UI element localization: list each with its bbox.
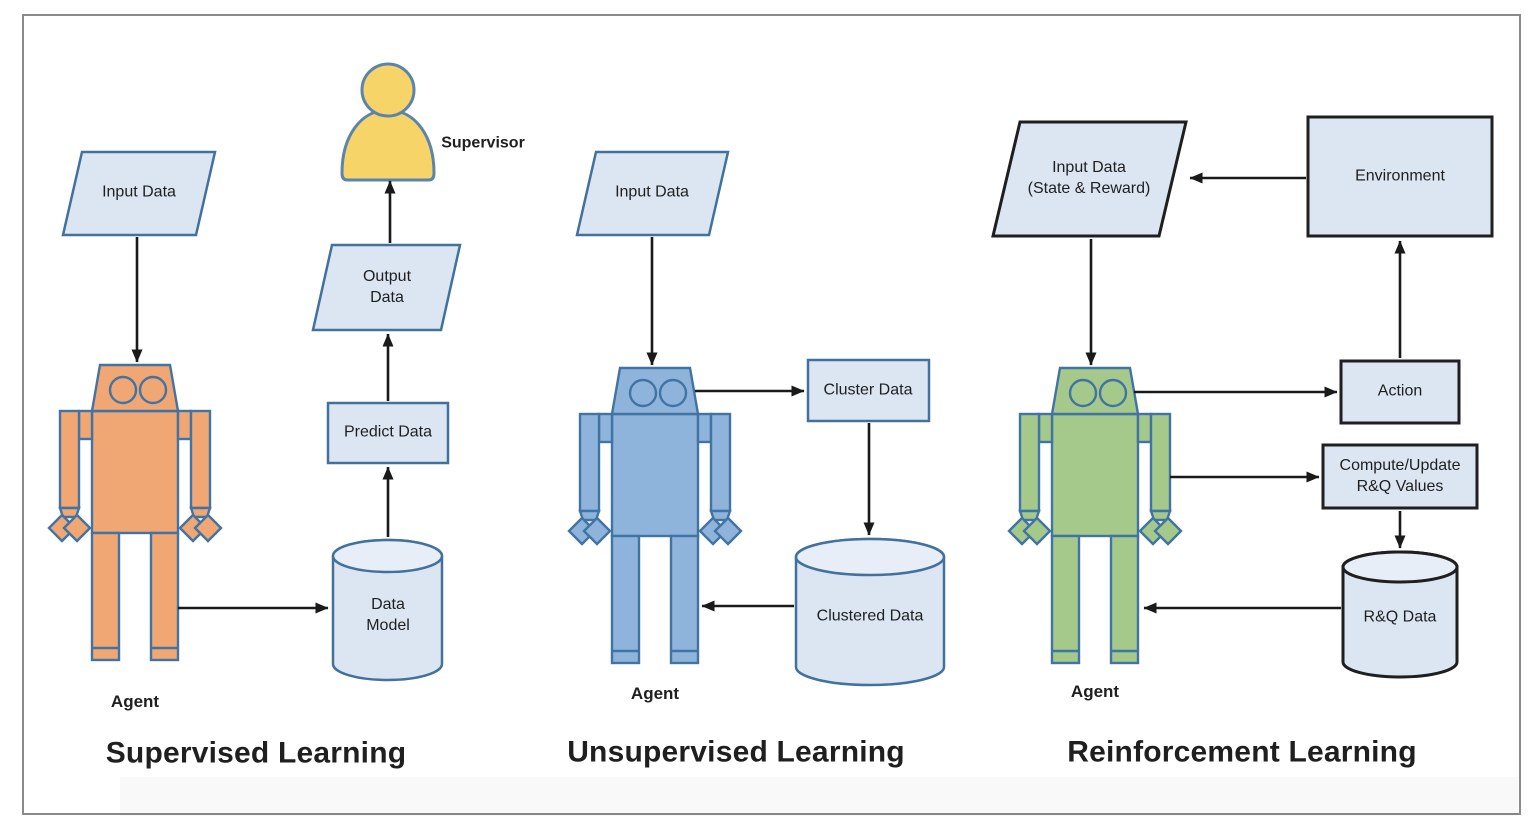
reinforcement-rq-data-cylinder [1341,550,1459,679]
supervised-data-model-label: Data Model [366,596,410,634]
reinforcement-compute-label: Compute/Update R&Q Values [1339,457,1461,495]
supervised-input-data-label: Input Data [102,183,176,201]
unsupervised-clustered-data-label: Clustered Data [816,607,924,625]
supervised-predict-data-box [326,401,450,465]
reinforcement-environment-label: Environment [1355,167,1445,185]
supervised-arrows [131,180,396,614]
reinforcement-compute-update-box [1321,443,1479,510]
unsupervised-clustered-data-cylinder [794,537,946,687]
unsupervised-agent-label: Agent [630,683,680,703]
unsupervised-cluster-data-label: Cluster Data [823,381,913,399]
supervised-predict-data-label: Predict Data [343,423,433,441]
supervised-input-data-parallelogram [61,150,217,237]
reinforcement-agent-robot-icon [1009,368,1181,663]
unsupervised-input-data-parallelogram [575,150,730,237]
unsupervised-section-title: Unsupervised Learning [567,735,905,769]
reinforcement-agent-label: Agent [1070,681,1120,701]
supervised-agent-robot-icon [49,365,221,660]
diagram-frame [22,14,1521,815]
reinforcement-arrows [1085,172,1406,614]
unsupervised-input-data-label: Input Data [615,183,689,201]
reinforcement-section-title: Reinforcement Learning [1067,735,1417,769]
unsupervised-cluster-data-box [806,358,931,423]
supervisor-label: Supervisor [441,134,525,152]
unsupervised-arrows [646,237,875,612]
reinforcement-rq-data-label: R&Q Data [1363,608,1437,626]
reinforcement-input-data-label: Input Data (State & Reward) [1027,159,1151,197]
reinforcement-input-data-parallelogram [991,120,1188,238]
supervisor-person-icon [340,62,436,182]
unsupervised-agent-robot-icon [569,368,741,663]
reinforcement-action-box [1339,359,1461,425]
reinforcement-action-label: Action [1377,382,1423,400]
supervised-section-title: Supervised Learning [105,736,407,770]
supervised-data-model-cylinder [331,538,444,682]
supervised-output-data-parallelogram [311,243,462,332]
reinforcement-environment-box [1306,115,1494,238]
supervised-output-data-label: Output Data [362,268,412,306]
supervised-agent-label: Agent [110,691,160,711]
